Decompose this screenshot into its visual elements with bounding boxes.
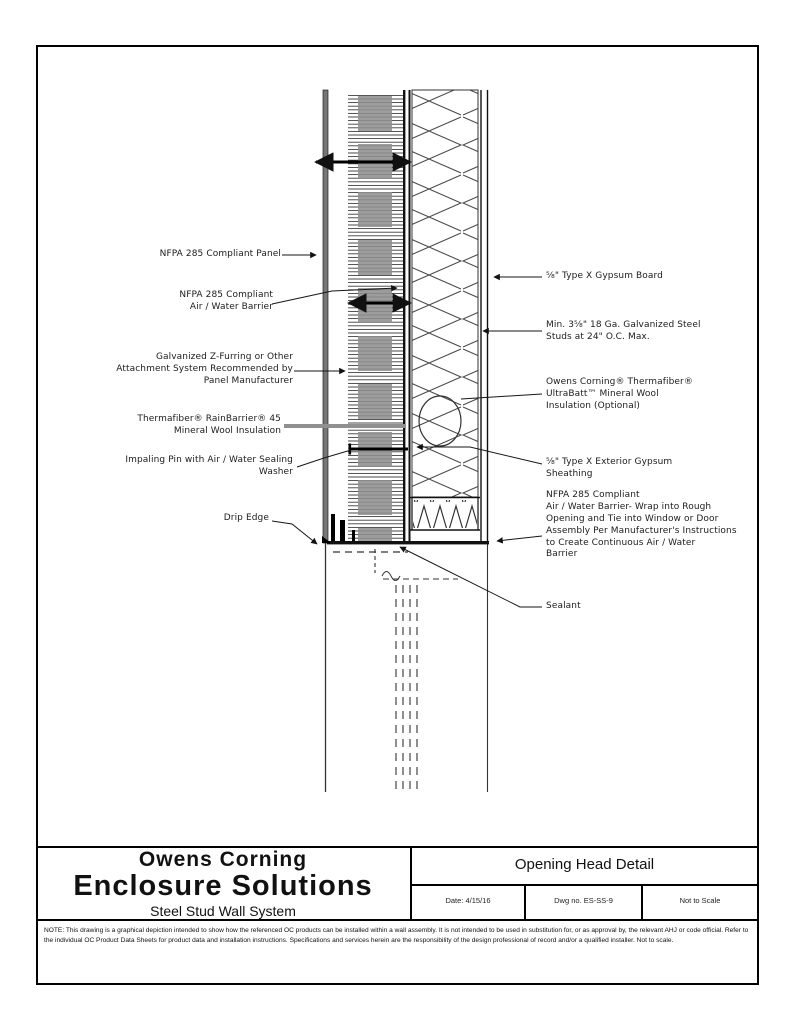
label-impaling-pin: Impaling Pin with Air / Water Sealing Wa…: [125, 455, 293, 477]
dwg-number-field: Dwg no. ES-SS-9: [554, 896, 613, 905]
brand-name: Enclosure Solutions: [73, 870, 373, 903]
label-drip-edge: Drip Edge: [223, 513, 269, 523]
system-name: Steel Stud Wall System: [150, 903, 296, 920]
label-nfpa-awb: NFPA 285 Compliant Air / Water Barrier: [179, 290, 273, 312]
company-name: Owens Corning: [138, 848, 308, 871]
date-field: Date: 4/15/16: [445, 896, 491, 905]
label-sealant: Sealant: [546, 601, 581, 611]
label-rainbarrier: Thermafiber® RainBarrier® 45 Mineral Woo…: [137, 414, 281, 436]
label-awb-wrap: NFPA 285 Compliant Air / Water Barrier- …: [546, 490, 737, 560]
titleblock-mid-line: [410, 884, 759, 886]
titleblock-bottom-line: [36, 919, 759, 921]
label-gypsum-board: ⅝" Type X Gypsum Board: [546, 271, 663, 281]
label-z-furring: Galvanized Z-Furring or Other Attachment…: [116, 352, 293, 386]
label-ext-sheathing: ⅝" Type X Exterior Gypsum Sheathing: [546, 457, 673, 479]
scale-field: Not to Scale: [679, 896, 721, 905]
titleblock-top-line: [36, 846, 759, 848]
company-block: Owens Corning Enclosure Solutions Steel …: [36, 848, 410, 921]
label-steel-studs: Min. 3⅝" 18 Ga. Galvanized Steel Studs a…: [546, 320, 701, 342]
detail-title: Opening Head Detail: [514, 856, 655, 873]
titleblock-divider-2: [524, 884, 526, 921]
sheet-border: [36, 45, 759, 985]
titleblock-divider-1: [410, 846, 412, 921]
disclaimer-note: NOTE: This drawing is a graphical depict…: [44, 927, 749, 945]
titleblock-divider-3: [641, 884, 643, 921]
label-nfpa-panel: NFPA 285 Compliant Panel: [159, 249, 281, 259]
label-ultrabatt: Owens Corning® Thermafiber® UltraBatt™ M…: [546, 377, 693, 411]
